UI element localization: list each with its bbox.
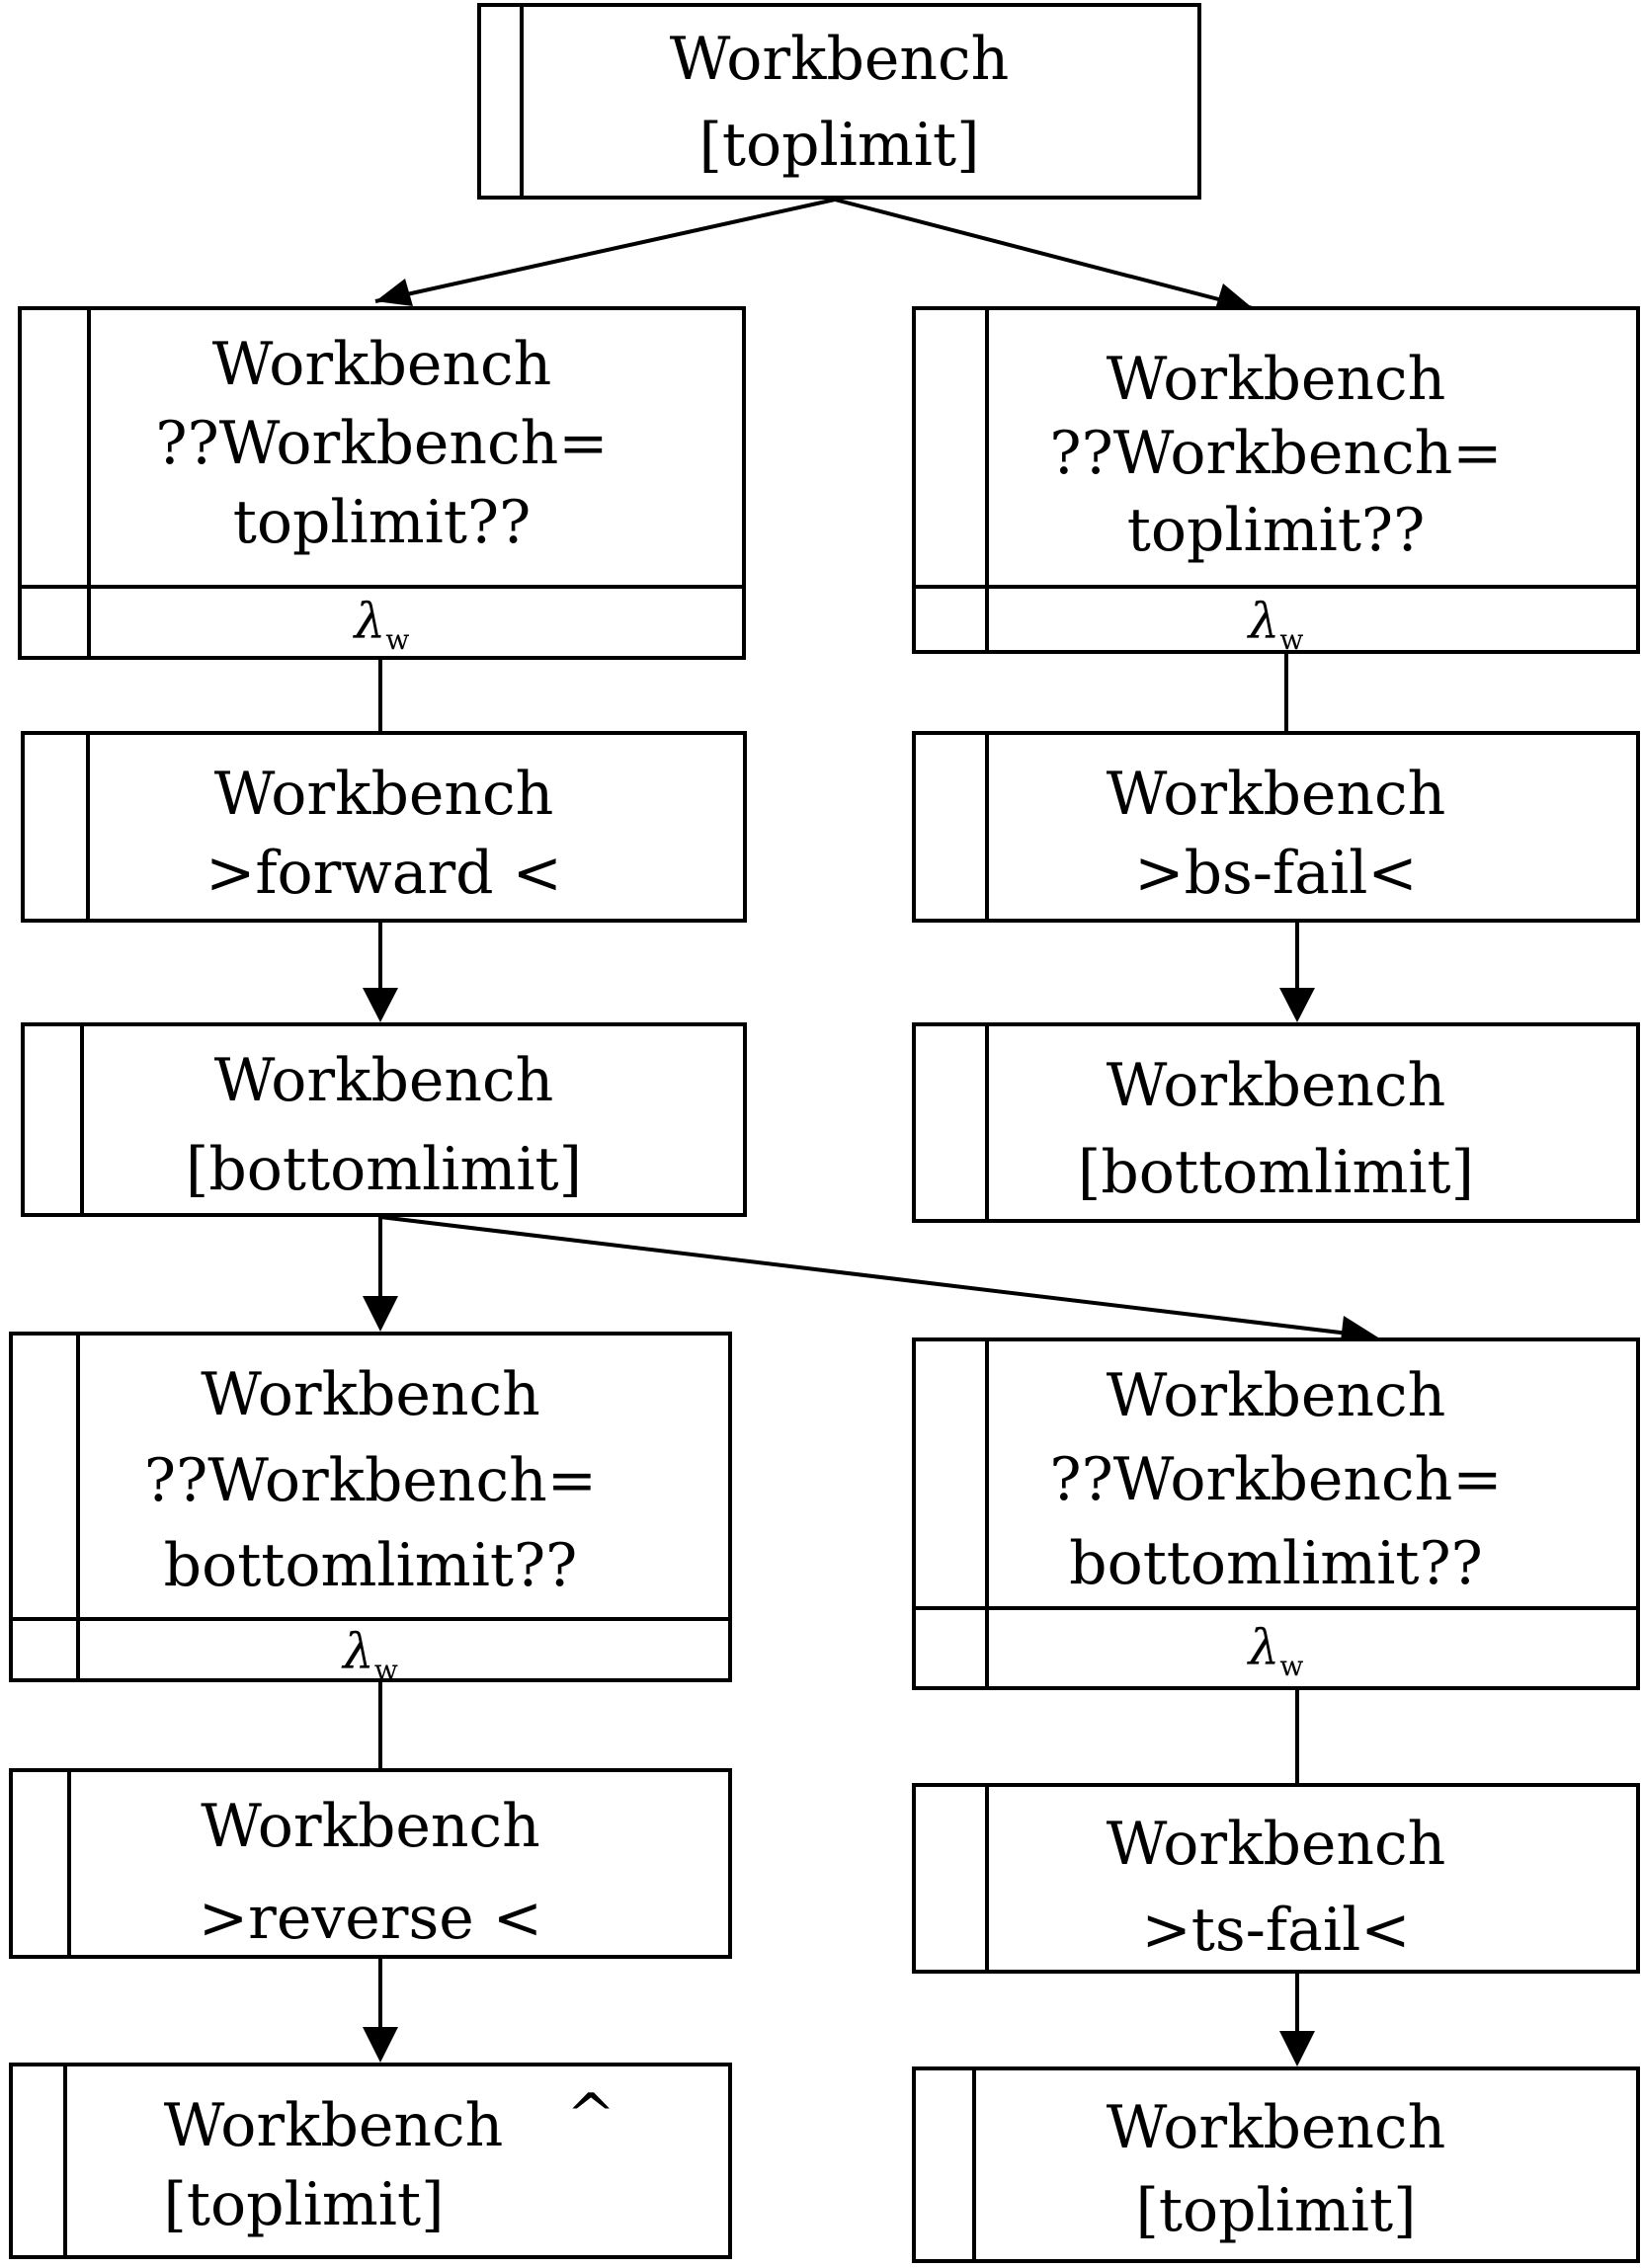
node-title: Workbench: [163, 2091, 504, 2160]
node-title: Workbench: [1106, 1361, 1446, 1430]
arrow-top-to-right-check: [834, 198, 1254, 310]
node-title: Workbench: [201, 1792, 540, 1861]
node-title: Workbench: [1106, 760, 1446, 829]
node-condition-line2: bottomlimit??: [1069, 1529, 1483, 1598]
lambda-label: λw: [343, 1623, 398, 1686]
node-top-toplimit: Workbench [toplimit]: [477, 3, 1201, 200]
node-right-bottomlimit: Workbench [bottomlimit]: [912, 1022, 1640, 1223]
arrowhead: [1279, 988, 1315, 1022]
node-state: [toplimit]: [1135, 2176, 1417, 2245]
node-condition-line1: ??Workbench=: [1049, 1445, 1503, 1514]
lambda-label: λw: [1248, 593, 1304, 656]
node-title: Workbench: [1106, 1051, 1446, 1120]
node-title: Workbench: [669, 25, 1010, 94]
arrowhead: [375, 279, 413, 306]
node-title: Workbench: [213, 760, 554, 829]
lambda-label: λw: [354, 593, 410, 656]
node-action: >bs-fail<: [1134, 839, 1418, 908]
node-condition-line2: bottomlimit??: [163, 1531, 578, 1600]
node-state: [bottomlimit]: [1077, 1138, 1475, 1207]
node-action: >ts-fail<: [1141, 1896, 1411, 1965]
node-left-bottomlimit: Workbench [bottomlimit]: [21, 1022, 747, 1217]
arrowhead: [363, 1296, 398, 1332]
lambda-label: λw: [1248, 1619, 1304, 1682]
node-condition-line1: ??Workbench=: [143, 1446, 598, 1515]
node-condition-line1: ??Workbench=: [1049, 419, 1503, 488]
node-left-final-toplimit: Workbench ^ [toplimit]: [9, 2063, 732, 2259]
node-state: [toplimit]: [698, 111, 980, 180]
node-state: [bottomlimit]: [185, 1135, 583, 1204]
node-condition-line1: ??Workbench=: [155, 409, 609, 478]
node-title: Workbench: [211, 330, 552, 399]
node-reverse: Workbench >reverse <: [9, 1768, 732, 1959]
node-condition-line2: toplimit??: [1126, 496, 1426, 565]
node-forward: Workbench >forward <: [21, 731, 747, 923]
node-title: Workbench: [1106, 2093, 1446, 2162]
node-title: Workbench: [213, 1046, 554, 1115]
arrowhead: [1215, 284, 1253, 309]
arrowhead: [363, 988, 398, 1022]
node-left-check-toplimit: Workbench ??Workbench= toplimit?? λw: [18, 306, 746, 660]
node-caret: ^: [566, 2081, 616, 2150]
node-right-check-toplimit: Workbench ??Workbench= toplimit?? λw: [912, 306, 1640, 654]
arrowhead: [1279, 2031, 1315, 2066]
node-condition-line2: toplimit??: [232, 488, 532, 557]
arrow-bottomlimit-to-right-check: [379, 1215, 1350, 1336]
arrowhead: [363, 2027, 398, 2063]
node-right-check-bottomlimit: Workbench ??Workbench= bottomlimit?? λw: [912, 1337, 1640, 1690]
node-ts-fail: Workbench >ts-fail<: [912, 1783, 1640, 1974]
node-left-check-bottomlimit: Workbench ??Workbench= bottomlimit?? λw: [9, 1332, 732, 1686]
node-bs-fail: Workbench >bs-fail<: [912, 731, 1640, 923]
node-action: >forward <: [205, 839, 562, 908]
node-right-final-toplimit: Workbench [toplimit]: [912, 2066, 1640, 2263]
arrow-top-to-left-check: [374, 198, 836, 303]
node-state: [toplimit]: [163, 2170, 445, 2239]
node-title: Workbench: [1106, 345, 1446, 414]
node-title: Workbench: [201, 1360, 540, 1429]
node-title: Workbench: [1106, 1810, 1446, 1879]
node-action: >reverse <: [198, 1884, 543, 1953]
